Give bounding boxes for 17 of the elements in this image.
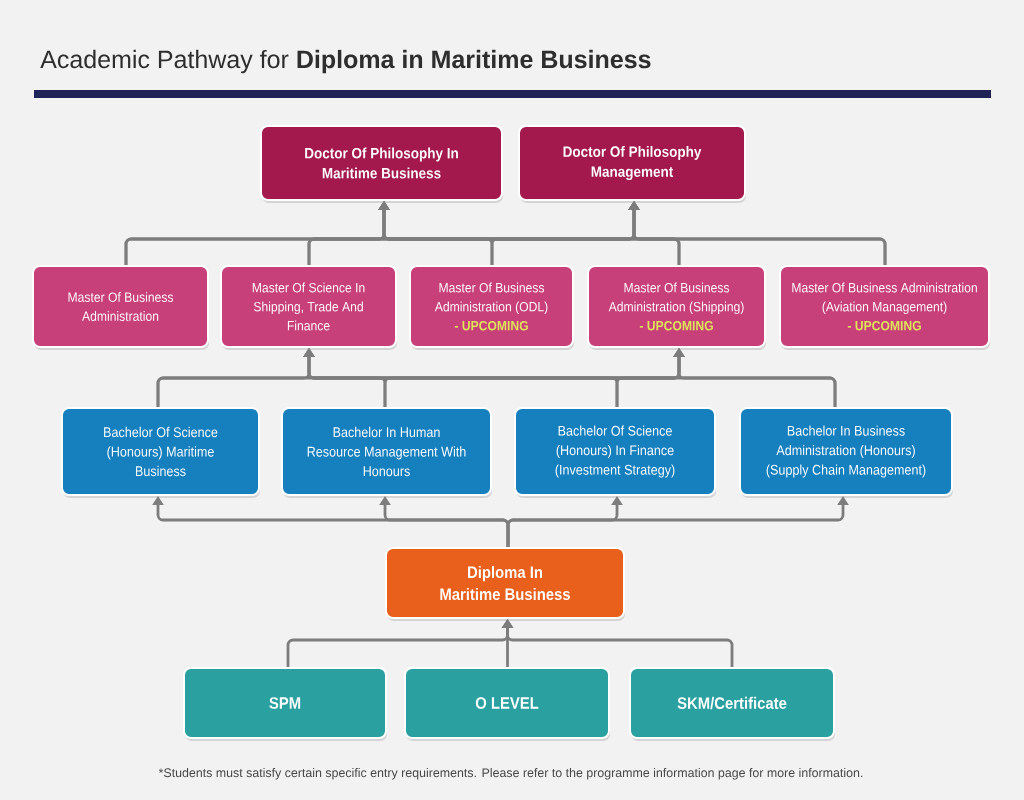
program-box: SKM/Certificate bbox=[629, 667, 835, 741]
program-box: Bachelor In Human Resource Management With Honours bbox=[281, 407, 492, 498]
program-box: Master Of Business Administration bbox=[32, 265, 209, 350]
program-box: Doctor Of Philosophy Management bbox=[518, 125, 746, 203]
program-box: Master Of Business Administration (Shipping) - UPCOMING bbox=[587, 265, 766, 350]
program-box: Master Of Business Administration (ODL) - UPCOMING bbox=[409, 265, 574, 350]
program-box: Bachelor In Business Administration (Honours) (Supply Chain Management) bbox=[739, 407, 953, 498]
program-box: Bachelor Of Science (Honours) In Finance (Investment Strategy) bbox=[514, 407, 716, 498]
program-box: Diploma In Maritime Business bbox=[385, 547, 625, 621]
footnote: *Students must satisfy certain specific entry requirements. Please refer to the programme information page for more information. bbox=[158, 768, 863, 780]
program-box: O LEVEL bbox=[404, 667, 610, 741]
program-box: Bachelor Of Science (Honours) Maritime Business bbox=[61, 407, 260, 498]
program-box: Doctor Of Philosophy In Maritime Business bbox=[260, 125, 503, 203]
program-box: Master Of Business Administration (Aviation Management) - UPCOMING bbox=[779, 265, 990, 350]
title: Academic Pathway for Diploma in Maritime Business bbox=[40, 49, 651, 74]
program-box: SPM bbox=[183, 667, 387, 741]
program-box: Master Of Science In Shipping, Trade And Finance bbox=[220, 265, 397, 350]
